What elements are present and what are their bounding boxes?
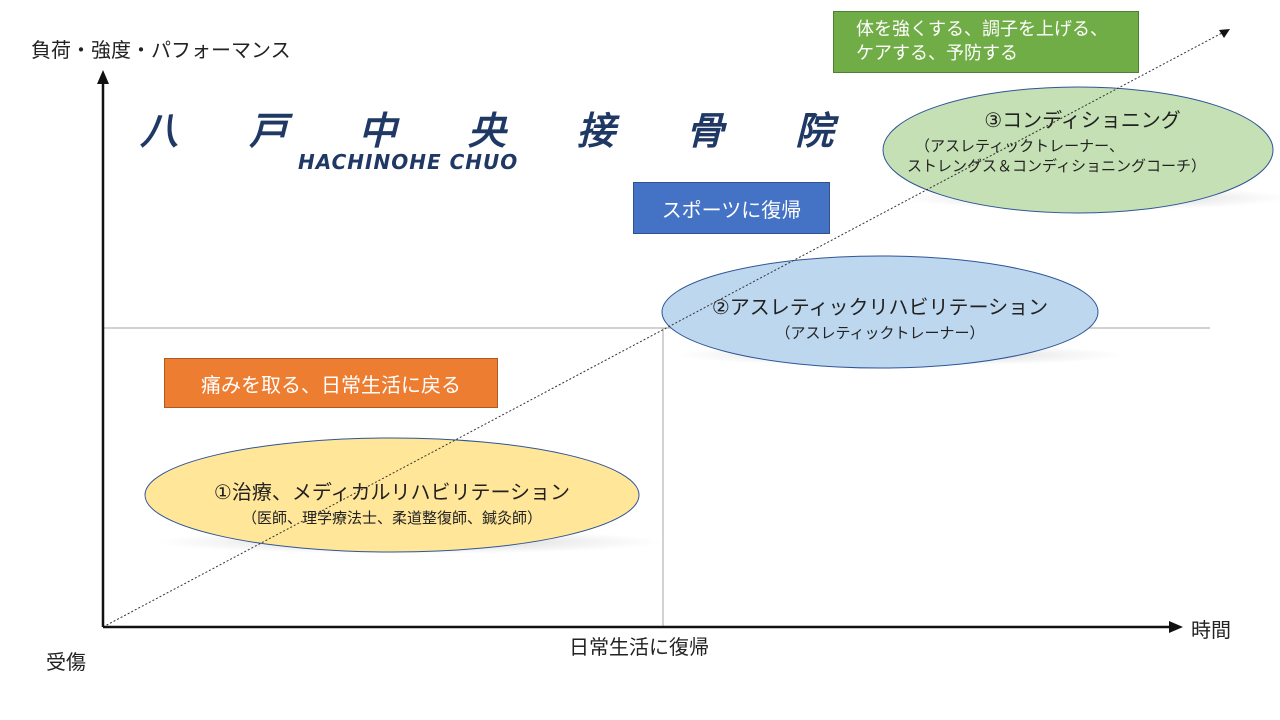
y-axis-arrowhead (97, 70, 109, 84)
phase2-subtitle: （アスレティックトレーナー） (775, 324, 985, 342)
phase1-ellipse (144, 437, 640, 553)
phase2-title: ②アスレティックリハビリテーション (711, 295, 1049, 319)
x-axis-label: 時間 (1191, 618, 1231, 642)
brand-name: 八 戸 中 央 接 骨 院 (140, 109, 863, 153)
x-axis-arrowhead (1169, 621, 1183, 633)
goal-box-blue: スポーツに復帰 (633, 182, 830, 234)
phase3-subtitle-line2: ストレングス＆コンディショニングコーチ） (907, 157, 1206, 175)
phase2-ellipse (661, 255, 1099, 369)
y-axis-label: 負荷・強度・パフォーマンス (31, 38, 291, 62)
phase3-title: ③コンディショニング (984, 108, 1181, 132)
phase1-title: ①治療、メディカルリハビリテーション (213, 480, 571, 504)
phase2-text: ②アスレティックリハビリテーション （アスレティックトレーナー） (662, 291, 1098, 343)
goal-box-green-line1: 体を強くする、調子を上げる、 (856, 19, 1108, 40)
goal-box-green: 体を強くする、調子を上げる、 ケアする、予防する (833, 11, 1139, 73)
goal-box-orange: 痛みを取る、日常生活に戻る (164, 358, 498, 408)
goal-box-green-line2: ケアする、予防する (856, 43, 1018, 64)
phase3-ellipse (882, 86, 1274, 214)
x-midpoint-label: 日常生活に復帰 (569, 635, 709, 659)
progression-arrowhead (1219, 29, 1230, 38)
origin-label: 受傷 (46, 650, 86, 674)
progression-diagonal (102, 32, 1223, 628)
phase3-subtitle-line1: （アスレティックトレーナー、 (915, 137, 1124, 155)
brand-subname: HACHINOHE CHUO (298, 150, 519, 174)
phase3-text: ③コンディショニング （アスレティックトレーナー、 ストレングス＆コンディショニ… (895, 104, 1270, 176)
phase1-text: ①治療、メディカルリハビリテーション （医師、理学療法士、柔道整復師、鍼灸師） (145, 476, 639, 528)
phase1-subtitle: （医師、理学療法士、柔道整復師、鍼灸師） (241, 509, 542, 527)
